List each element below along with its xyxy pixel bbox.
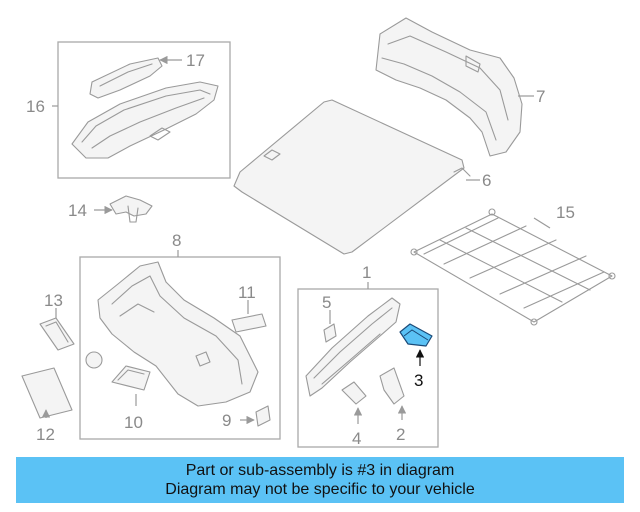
callout-13: 13 <box>44 291 63 310</box>
callout-5: 5 <box>322 293 331 312</box>
part-3-highlighted: 3 <box>399 323 433 390</box>
callout-10: 10 <box>124 413 143 432</box>
banner-line-2: Diagram may not be specific to your vehi… <box>165 481 475 498</box>
callout-1: 1 <box>362 263 371 282</box>
part-6-trunk-mat: 6 <box>233 99 491 255</box>
info-banner: Part or sub-assembly is #3 in diagram Di… <box>16 457 624 503</box>
callout-11: 11 <box>238 283 256 302</box>
banner-line-1: Part or sub-assembly is #3 in diagram <box>185 462 455 479</box>
callout-6: 6 <box>482 171 491 190</box>
callout-2: 2 <box>396 425 405 444</box>
grommet <box>85 351 103 369</box>
group-box-16: 16 17 <box>26 41 231 179</box>
part-10-tray: 10 <box>111 365 151 432</box>
part-1-sill-plate <box>305 297 401 397</box>
part-8-trim-panel <box>97 261 259 407</box>
part-4-bracket: 4 <box>341 381 367 448</box>
callout-7: 7 <box>536 87 545 106</box>
callout-12: 12 <box>36 425 55 444</box>
callout-14: 14 <box>68 201 87 220</box>
parts-diagram: 16 17 7 6 14 <box>21 17 616 448</box>
part-9-pad: 9 <box>222 405 271 430</box>
part-5-clip: 5 <box>322 293 337 343</box>
part-15-cargo-net: 15 <box>410 203 616 326</box>
callout-8: 8 <box>172 231 181 250</box>
part-2-bracket: 2 <box>379 367 407 444</box>
part-11-label: 11 <box>231 283 267 333</box>
callout-4: 4 <box>352 429 361 448</box>
group-box-8: 8 11 10 9 <box>79 231 281 440</box>
part-17-bracket <box>89 57 163 99</box>
callout-3: 3 <box>414 371 423 390</box>
part-12-panel: 12 <box>21 367 73 444</box>
part-13-cover: 13 <box>39 291 75 351</box>
callout-17: 17 <box>186 51 205 70</box>
group-box-1: 1 5 4 2 3 <box>297 263 439 448</box>
callout-15: 15 <box>556 203 575 222</box>
part-14-clip: 14 <box>68 195 153 223</box>
callout-9: 9 <box>222 411 231 430</box>
callout-16: 16 <box>26 97 45 116</box>
part-7-side-trim: 7 <box>375 17 545 157</box>
parcel-shelf-part <box>71 81 219 159</box>
